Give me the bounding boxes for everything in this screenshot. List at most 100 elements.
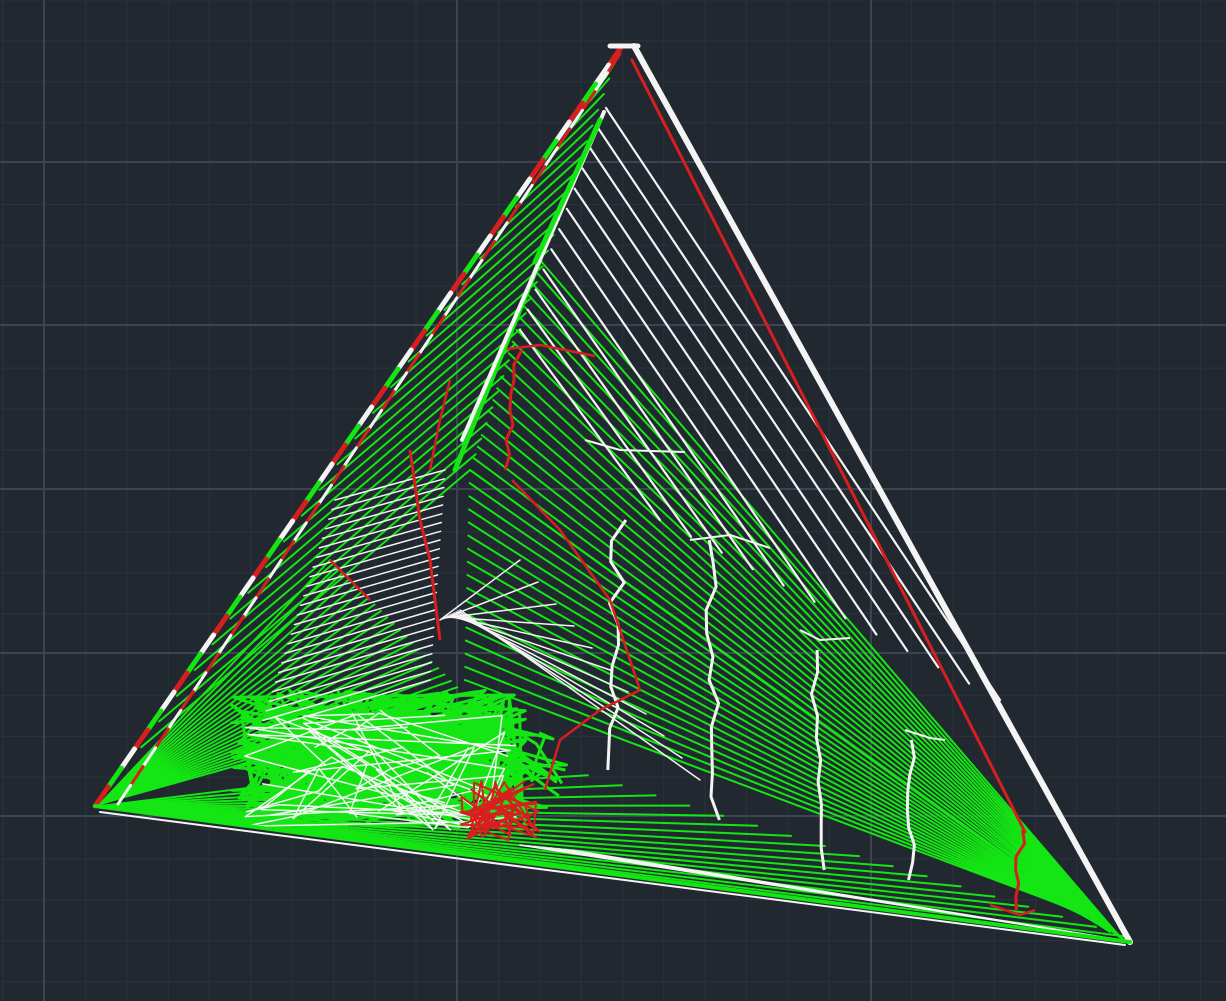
mesh-strand-red xyxy=(408,449,442,641)
mesh-edge-green xyxy=(99,571,344,805)
tetra-edge-left-inner xyxy=(229,615,245,637)
mesh-edge-white xyxy=(271,644,434,693)
tetra-edge-left xyxy=(329,442,348,467)
tetra-edge-left-inner xyxy=(166,708,183,731)
tetra-edge-left xyxy=(500,195,520,220)
tetra-edge-left xyxy=(421,309,441,334)
tetra-edge-left xyxy=(395,347,414,372)
mesh-edge-white xyxy=(331,478,446,511)
tetra-edge-left xyxy=(263,537,282,562)
tetra-edge-left xyxy=(197,632,217,657)
tetra-edge-left xyxy=(369,385,388,410)
mesh-edge-white xyxy=(259,679,431,731)
tetra-edge-left-inner xyxy=(129,765,145,787)
mesh-edge-green xyxy=(492,399,1124,940)
mesh-cluster-edge xyxy=(435,717,566,785)
tetra-edge-bottom xyxy=(93,804,1132,944)
mesh-strand xyxy=(606,519,628,771)
mesh-edge-white xyxy=(303,556,440,597)
mesh-edge-white xyxy=(284,609,436,655)
tetra-edge-left-inner xyxy=(380,390,396,412)
tetra-edge-left xyxy=(250,556,269,581)
mesh-edge-green xyxy=(99,597,370,805)
tetra-edge-left xyxy=(580,81,599,106)
mesh-edge-white xyxy=(315,521,443,559)
tetra-edge-left-inner xyxy=(242,596,258,618)
mesh-edge-green xyxy=(468,482,1110,932)
tetra-edge-left xyxy=(276,518,296,543)
mesh-edge-green xyxy=(500,375,1124,940)
inner-ridge-green-top xyxy=(532,117,603,265)
mesh-strand xyxy=(904,729,946,741)
mesh-edge-green xyxy=(467,521,1104,928)
mesh-edge-white xyxy=(296,574,439,616)
mesh-edge-green xyxy=(318,312,527,491)
tetra-edge-left-inner xyxy=(442,296,459,318)
mesh-edge-white xyxy=(518,328,662,522)
mesh-edge-green xyxy=(496,387,1124,940)
mesh-edge-green xyxy=(425,218,561,337)
mesh-cluster-edge xyxy=(245,746,492,830)
mesh-cluster-edge xyxy=(245,765,493,825)
tetra-edge-bottom-inner xyxy=(99,811,1126,946)
mesh-edge-green xyxy=(99,616,389,805)
mesh-edge-white xyxy=(439,559,521,621)
mesh-strand xyxy=(905,739,916,881)
tetra-edge-left-inner xyxy=(518,183,534,206)
mesh-edge-white xyxy=(328,486,445,520)
tetra-edge-left xyxy=(316,461,335,486)
mesh-edge-green xyxy=(211,406,494,646)
mesh-edge-white xyxy=(274,635,434,683)
tetra-edge-left-inner xyxy=(543,146,559,168)
mesh-strand-red xyxy=(428,379,452,471)
tetra-edge-left-inner xyxy=(417,333,434,356)
mesh-edge-green xyxy=(229,390,499,620)
tetra-edge-left-inner xyxy=(367,408,384,431)
tetra-edge-left xyxy=(158,689,177,714)
tetra-edge-left xyxy=(118,746,137,771)
mesh-edge-white xyxy=(265,661,433,712)
mesh-edge-white xyxy=(324,495,444,530)
mesh-edge-white xyxy=(565,207,847,620)
mesh-strand-red xyxy=(329,559,371,601)
mesh-edge-green xyxy=(99,559,331,805)
mesh-edge-green xyxy=(336,296,533,466)
mesh-edge-white xyxy=(262,670,432,722)
tetra-edge-left-inner xyxy=(204,652,220,675)
mesh-edge-green xyxy=(464,679,1081,913)
mesh-edge-green xyxy=(535,270,1122,939)
tetra-edge-left-inner xyxy=(116,783,133,806)
mesh-edge-green xyxy=(466,574,1096,923)
mesh-edge-green xyxy=(467,534,1102,927)
mesh-edge-white xyxy=(290,591,438,635)
tetra-edge-left xyxy=(145,708,164,733)
tetra-edge-left-inner xyxy=(267,558,283,581)
tetra-edge-left-inner xyxy=(254,577,271,600)
mesh-strand-red xyxy=(499,343,596,358)
mesh-cluster-edge xyxy=(244,713,503,826)
mesh-edge-green xyxy=(282,343,516,543)
mesh-edge-white xyxy=(581,167,909,653)
mesh-edge-green xyxy=(99,565,338,805)
mesh-edge-white xyxy=(309,539,441,578)
tetra-edge-left xyxy=(435,290,454,315)
mesh-edge-white xyxy=(318,513,443,549)
tetra-edge-left-inner xyxy=(568,108,584,131)
tetra-edge-left-inner xyxy=(555,127,572,150)
tetra-edge-left-inner xyxy=(480,240,496,262)
mesh-edge-green xyxy=(511,340,1123,940)
mesh-edge-white xyxy=(306,548,441,588)
mesh-strand-red xyxy=(511,479,642,691)
mesh-edge-green xyxy=(468,508,1106,930)
tetra-edge-left xyxy=(342,423,361,448)
tetra-edge-left xyxy=(184,651,203,676)
tetra-edge-left-inner xyxy=(392,371,409,393)
mesh-edge-red xyxy=(630,58,1027,834)
tetra-edge-left-inner xyxy=(329,465,346,487)
mesh-edge-green xyxy=(265,359,510,569)
mesh-strand xyxy=(704,539,721,821)
mesh-edge-green xyxy=(175,437,483,697)
tetra-edge-left xyxy=(448,271,467,296)
